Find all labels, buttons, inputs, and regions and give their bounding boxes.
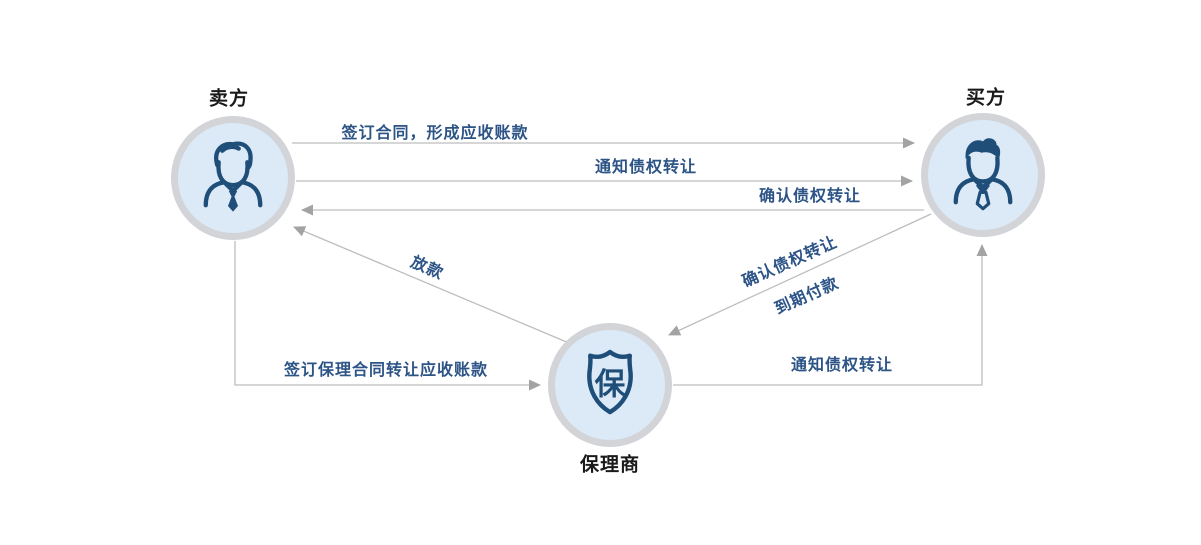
businessman-icon bbox=[203, 141, 263, 212]
businessman-icon bbox=[953, 138, 1013, 211]
arrow-notify-transfer-bottom bbox=[673, 244, 988, 386]
seller-label: 卖方 bbox=[208, 88, 250, 110]
arrow-confirm-pay-diagonal bbox=[668, 213, 932, 336]
shield-icon: 保 bbox=[587, 349, 633, 415]
factor-label: 保理商 bbox=[579, 454, 641, 476]
factor-node: 保 bbox=[548, 323, 672, 447]
seller-node bbox=[171, 116, 295, 240]
edge-label-factoring-contract: 签订保理合同转让应收账款 bbox=[283, 362, 489, 379]
buyer-node bbox=[921, 113, 1045, 237]
shield-badge-char: 保 bbox=[595, 367, 627, 402]
arrow-factoring-contract bbox=[234, 241, 541, 391]
edge-label-sign-contract: 签订合同，形成应收账款 bbox=[341, 125, 529, 142]
arrow-loan bbox=[293, 226, 577, 347]
edge-label-notify-transfer-bottom: 通知债权转让 bbox=[790, 357, 894, 374]
edge-label-confirm-transfer-top: 确认债权转让 bbox=[758, 188, 862, 205]
buyer-label: 买方 bbox=[965, 87, 1007, 109]
edge-label-notify-transfer-top: 通知债权转让 bbox=[594, 159, 698, 176]
